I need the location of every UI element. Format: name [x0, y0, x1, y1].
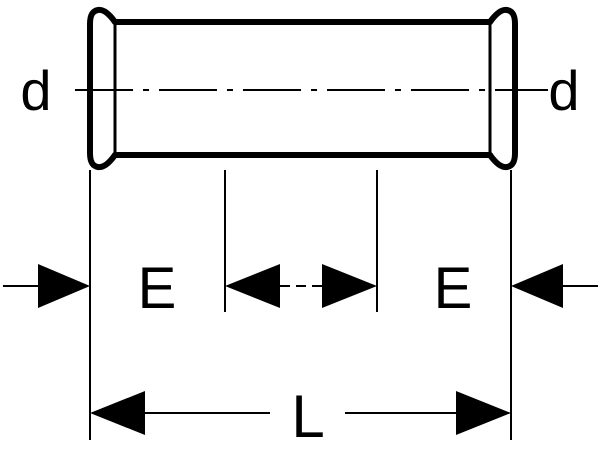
extension-lines: [89, 170, 512, 440]
insertion-depth-label-left: E: [138, 256, 177, 321]
e-left-arrowhead: [38, 264, 90, 308]
insertion-depth-label-right: E: [434, 256, 473, 321]
inner-left-arrowhead: [225, 264, 280, 308]
l-left-arrowhead: [90, 391, 145, 435]
overall-length-dimension: [90, 391, 511, 435]
right-socket-bead: [487, 6, 518, 171]
overall-length-label: L: [291, 383, 324, 449]
coupling-body: [87, 6, 518, 171]
insertion-depth-dimensions: [3, 264, 598, 308]
diameter-label-right: d: [548, 59, 579, 122]
inner-right-arrowhead: [322, 264, 377, 308]
diameter-label-left: d: [20, 59, 51, 122]
e-right-arrowhead: [511, 264, 563, 308]
left-socket-bead: [87, 6, 118, 171]
l-right-arrowhead: [456, 391, 511, 435]
